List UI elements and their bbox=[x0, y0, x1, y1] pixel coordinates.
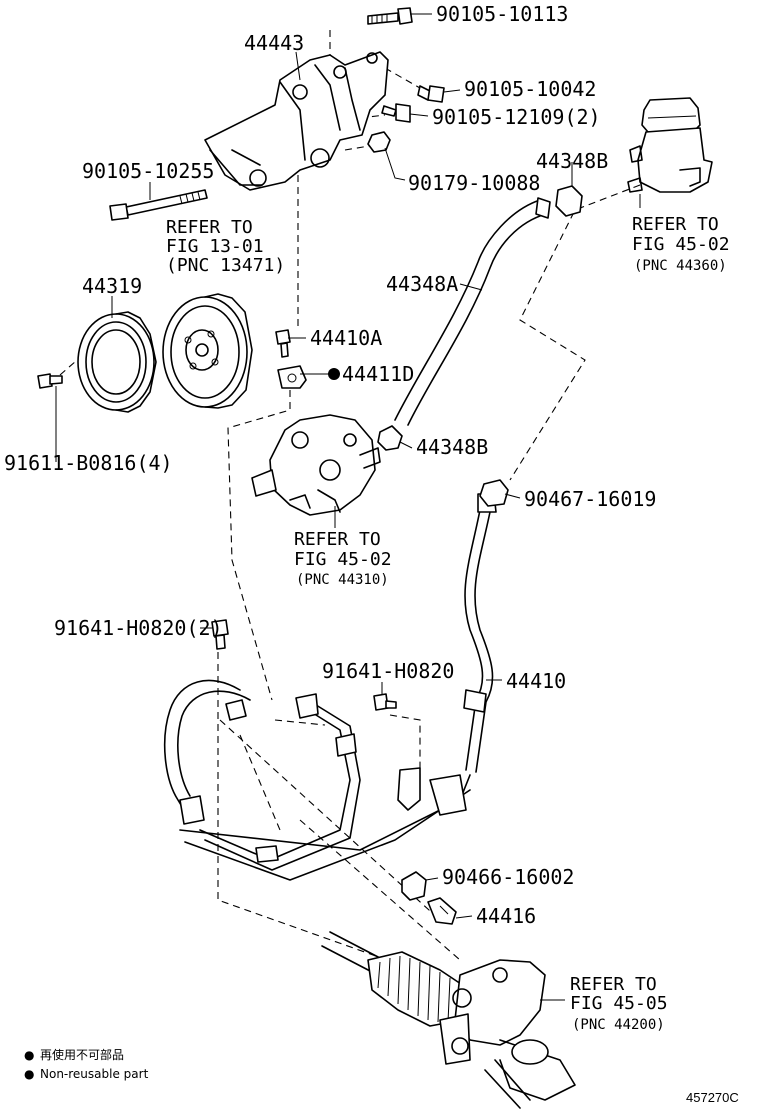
bolt-single-icon bbox=[373, 693, 397, 711]
ref-fig13-line3: (PNC 13471) bbox=[166, 255, 285, 276]
ref-reservoir-line3: (PNC 44360) bbox=[634, 258, 727, 274]
bolt-44410a-icon bbox=[275, 329, 291, 358]
label-bolt-long: 90105-10255 bbox=[82, 159, 214, 183]
legend-japanese: 再使用不可部品 bbox=[40, 1047, 124, 1062]
legend-bullet-en: ● bbox=[24, 1067, 34, 1081]
pressure-hose-icon bbox=[463, 493, 497, 773]
legend: ● 再使用不可部品 ● Non-reusable part bbox=[24, 1047, 149, 1081]
label-gasket: 44411D bbox=[342, 362, 414, 386]
bolt-top-icon bbox=[367, 7, 413, 25]
pulley-bolt-icon bbox=[37, 373, 63, 389]
steering-gear-icon bbox=[321, 931, 576, 1109]
label-pulley: 44319 bbox=[82, 274, 142, 298]
power-steering-pump-icon bbox=[251, 414, 381, 516]
hose-clip-upper-icon bbox=[479, 479, 509, 507]
bolt-2-icon bbox=[211, 619, 229, 650]
catalog-number: 457270C bbox=[686, 1090, 739, 1105]
bolt-long-icon bbox=[109, 189, 208, 221]
bolt-10042-icon bbox=[417, 85, 445, 103]
non-reusable-marker bbox=[328, 368, 340, 380]
ref-fig13-line1: REFER TO bbox=[166, 217, 253, 238]
legend-bullet-jp: ● bbox=[24, 1048, 34, 1062]
label-bolt-10042: 90105-10042 bbox=[464, 77, 596, 101]
label-bolt-top: 90105-10113 bbox=[436, 2, 568, 26]
label-bolt-pulley: 91611-B0816(4) bbox=[4, 451, 173, 475]
label-clip-lower: 90466-16002 bbox=[442, 865, 574, 889]
pump-pulley-icon bbox=[162, 293, 253, 409]
gasket-icon bbox=[277, 365, 307, 389]
label-hose: 44348A bbox=[386, 272, 458, 296]
label-clamp-top: 44348B bbox=[536, 149, 608, 173]
ref-gear-line1: REFER TO bbox=[570, 974, 657, 995]
label-bolt-single: 91641-H0820 bbox=[322, 659, 454, 683]
label-bracket: 44443 bbox=[244, 31, 304, 55]
label-bolt-44410a: 44410A bbox=[310, 326, 382, 350]
ref-pump-line2: FIG 45-02 bbox=[294, 549, 392, 570]
legend-english: Non-reusable part bbox=[40, 1067, 149, 1081]
suction-hose-icon bbox=[394, 197, 551, 426]
label-union: 44416 bbox=[476, 904, 536, 928]
pulley-icon bbox=[77, 311, 157, 413]
ref-fig13-line2: FIG 13-01 bbox=[166, 236, 264, 257]
nut-icon bbox=[367, 131, 391, 153]
ref-gear-line2: FIG 45-05 bbox=[570, 993, 668, 1014]
hose-clip-lower-icon bbox=[401, 871, 427, 901]
label-pressure-tube: 44410 bbox=[506, 669, 566, 693]
ref-pump-line3: (PNC 44310) bbox=[296, 572, 389, 588]
leader-lines bbox=[55, 13, 641, 1001]
bolt-12109-icon bbox=[381, 103, 411, 123]
pressure-tube-assembly-icon bbox=[163, 679, 471, 881]
ref-reservoir-line1: REFER TO bbox=[632, 214, 719, 235]
label-clamp-pump: 44348B bbox=[416, 435, 488, 459]
label-clip-upper: 90467-16019 bbox=[524, 487, 656, 511]
label-nut: 90179-10088 bbox=[408, 171, 540, 195]
union-icon bbox=[427, 897, 457, 925]
label-bolt-2: 91641-H0820(2) bbox=[54, 616, 223, 640]
label-bolt-12109: 90105-12109(2) bbox=[432, 105, 601, 129]
ref-reservoir-line2: FIG 45-02 bbox=[632, 234, 730, 255]
pump-bracket bbox=[204, 51, 389, 191]
hose-clamp-top-icon bbox=[555, 185, 583, 217]
ref-pump-line1: REFER TO bbox=[294, 529, 381, 550]
reservoir-icon bbox=[627, 97, 713, 193]
ref-gear-line3: (PNC 44200) bbox=[572, 1017, 665, 1033]
hose-clamp-pump-icon bbox=[377, 425, 403, 451]
part-labels: 90105-10113 44443 90105-10042 90105-1210… bbox=[4, 2, 730, 1033]
